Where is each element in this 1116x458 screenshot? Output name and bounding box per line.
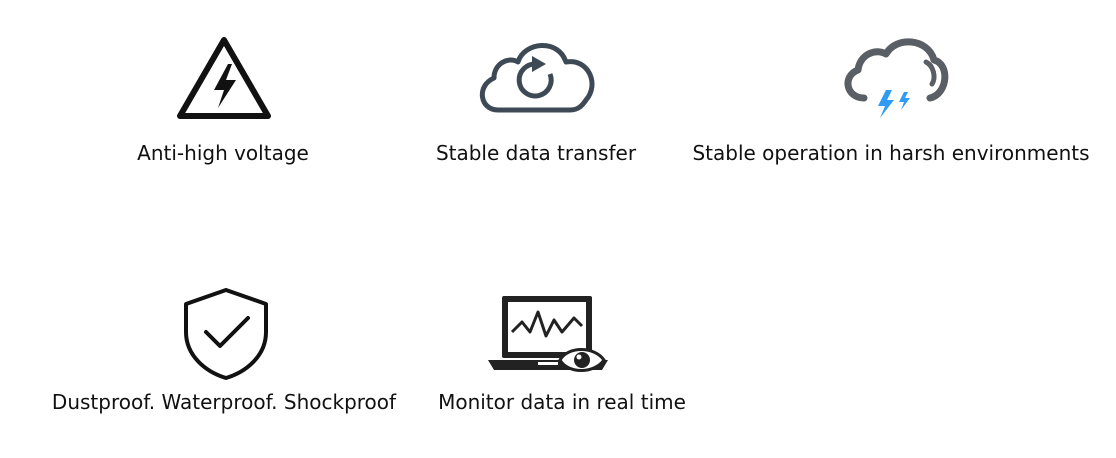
shield-check-icon [184,288,268,380]
feature-label: Anti-high voltage [137,141,309,165]
cloud-sync-icon [480,43,595,113]
high-voltage-warning-icon [177,37,271,119]
feature-label: Stable data transfer [435,141,637,165]
feature-label: Dustproof. Waterproof. Shockproof [51,390,397,414]
feature-label: Monitor data in real time [438,390,686,414]
laptop-monitoring-icon [488,296,608,372]
storm-cloud-icon [844,38,949,118]
feature-label: Stable operation in harsh environments [692,141,1090,165]
